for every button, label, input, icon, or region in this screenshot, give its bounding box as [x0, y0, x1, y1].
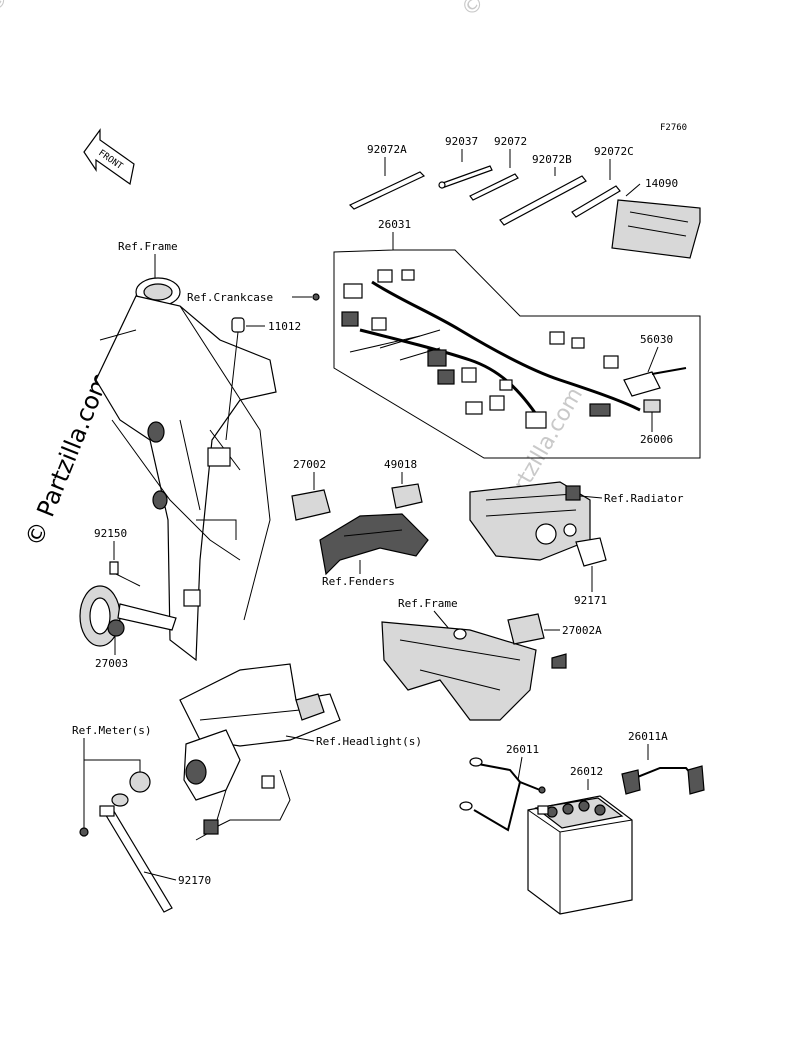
front-arrow-badge: FRONT: [83, 128, 135, 186]
strap-92072A: 92072A: [348, 143, 426, 210]
fender-bracket: [319, 513, 429, 576]
grommet: [129, 771, 151, 793]
label-92072B: 92072B: [532, 153, 572, 166]
relay-56030: 56030: [623, 333, 687, 397]
label-92072A: 92072A: [367, 143, 407, 156]
label-92037: 92037: [445, 135, 478, 148]
label-92171: 92171: [574, 594, 607, 607]
watermark-main: © Partzilla.com: [20, 368, 115, 550]
motorcycle-frame: [95, 277, 277, 662]
label-27002: 27002: [293, 458, 326, 471]
cable-26011A: 26011A: [621, 730, 705, 795]
watermark-faint-2: © Partzilla.com: [457, 0, 595, 22]
label-ref-headlights: Ref.Headlight(s): [316, 735, 422, 748]
bolt-92037: 92037: [438, 135, 493, 189]
connector-26006: 26006: [640, 399, 673, 446]
headlight-bracket: [179, 663, 341, 841]
band-92170: [99, 805, 173, 913]
label-92170: 92170: [178, 874, 211, 887]
relay-27002A: 27002A: [507, 613, 602, 645]
washer: [111, 793, 129, 807]
horn-27003: [79, 585, 177, 647]
label-27003: 27003: [95, 657, 128, 670]
label-ref-fenders: Ref.Fenders: [322, 575, 395, 588]
meter-screw: [79, 827, 89, 837]
battery-26012: 26012: [527, 765, 633, 915]
label-14090: 14090: [645, 177, 678, 190]
label-ref-frame-top: Ref.Frame: [118, 240, 178, 253]
harness-box: [333, 249, 701, 459]
label-92150: 92150: [94, 527, 127, 540]
cable-26011: 26011: [459, 743, 546, 832]
strap-92072B: 92072B: [499, 153, 587, 226]
bracket-92171: 92171: [574, 537, 607, 607]
watermark-faint-1: © Partzilla.com: [0, 0, 118, 18]
label-26031: 26031: [378, 218, 411, 231]
figure-code: F2760: [660, 123, 687, 133]
label-26011: 26011: [506, 743, 539, 756]
label-49018: 49018: [384, 458, 417, 471]
label-92072C: 92072C: [594, 145, 634, 158]
label-26012: 26012: [570, 765, 603, 778]
strap-92072: 92072: [469, 135, 527, 201]
connector-49018: 49018: [384, 458, 423, 509]
label-92072: 92072: [494, 135, 527, 148]
label-ref-frame-mid: Ref.Frame: [398, 597, 458, 610]
crankcase-bolt: [312, 293, 320, 301]
main-wiring-harness: [341, 269, 641, 429]
relay-27002: 27002: [291, 458, 331, 521]
label-26011A: 26011A: [628, 730, 668, 743]
strap-92072C: 92072C: [571, 145, 634, 218]
label-27002A: 27002A: [562, 624, 602, 637]
radiator-assembly: [469, 481, 591, 561]
label-ref-crankcase: Ref.Crankcase: [187, 291, 273, 304]
label-26006: 26006: [640, 433, 673, 446]
cover-14090: 14090: [611, 177, 701, 259]
label-56030: 56030: [640, 333, 673, 346]
leader-26031: [333, 232, 394, 303]
label-ref-radiator: Ref.Radiator: [604, 492, 684, 505]
label-ref-meters: Ref.Meter(s): [72, 724, 151, 737]
frame-crossmember: [381, 621, 567, 721]
fitting-11012: 11012: [225, 317, 301, 441]
label-11012: 11012: [268, 320, 301, 333]
bolt-92150: [109, 561, 119, 575]
